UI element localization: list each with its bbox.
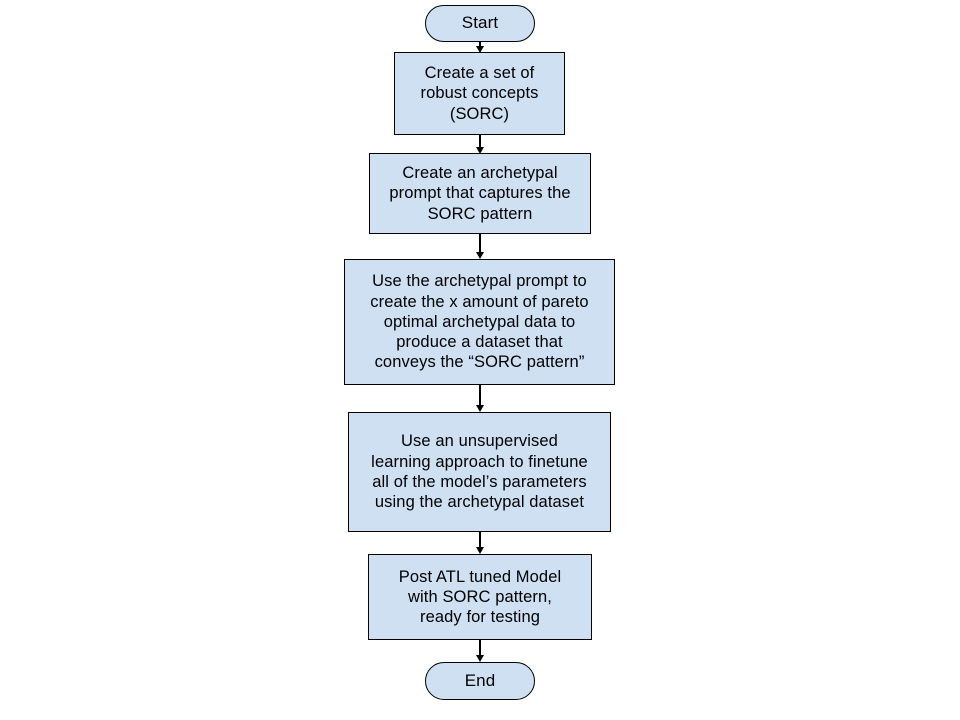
arrowhead-step3-to-step4	[475, 405, 484, 412]
flow-node-step5[interactable]: Post ATL tuned Model with SORC pattern, …	[368, 554, 592, 640]
flow-node-step2[interactable]: Create an archetypal prompt that capture…	[369, 153, 591, 234]
arrowhead-step5-to-end	[475, 655, 484, 662]
flow-node-start-label: Start	[461, 13, 499, 33]
arrowhead-start-to-step1	[475, 46, 484, 53]
connector-step2-to-step3	[479, 234, 481, 252]
flow-node-step3-label: Use the archetypal prompt to create the …	[370, 272, 589, 372]
arrowhead-step1-to-step2	[475, 147, 484, 154]
flow-node-step4-label: Use an unsupervised learning approach to…	[371, 432, 588, 512]
flow-node-end-label: End	[464, 670, 496, 690]
flow-node-end[interactable]: End	[425, 662, 535, 700]
connector-start-to-step1	[479, 42, 481, 47]
connector-step5-to-end	[479, 640, 481, 655]
flow-node-step1[interactable]: Create a set of robust concepts (SORC)	[394, 52, 565, 135]
connector-step1-to-step2	[479, 135, 481, 147]
flow-node-step5-label: Post ATL tuned Model with SORC pattern, …	[398, 567, 562, 627]
arrowhead-step4-to-step5	[475, 547, 484, 554]
flow-node-step2-label: Create an archetypal prompt that capture…	[389, 164, 571, 223]
flow-node-step3[interactable]: Use the archetypal prompt to create the …	[344, 259, 615, 385]
flow-node-start[interactable]: Start	[425, 5, 535, 42]
flow-node-step4[interactable]: Use an unsupervised learning approach to…	[348, 412, 611, 532]
flow-node-step1-label: Create a set of robust concepts (SORC)	[420, 64, 539, 123]
arrowhead-step2-to-step3	[475, 252, 484, 259]
connector-step4-to-step5	[479, 532, 481, 547]
connector-step3-to-step4	[479, 385, 481, 405]
